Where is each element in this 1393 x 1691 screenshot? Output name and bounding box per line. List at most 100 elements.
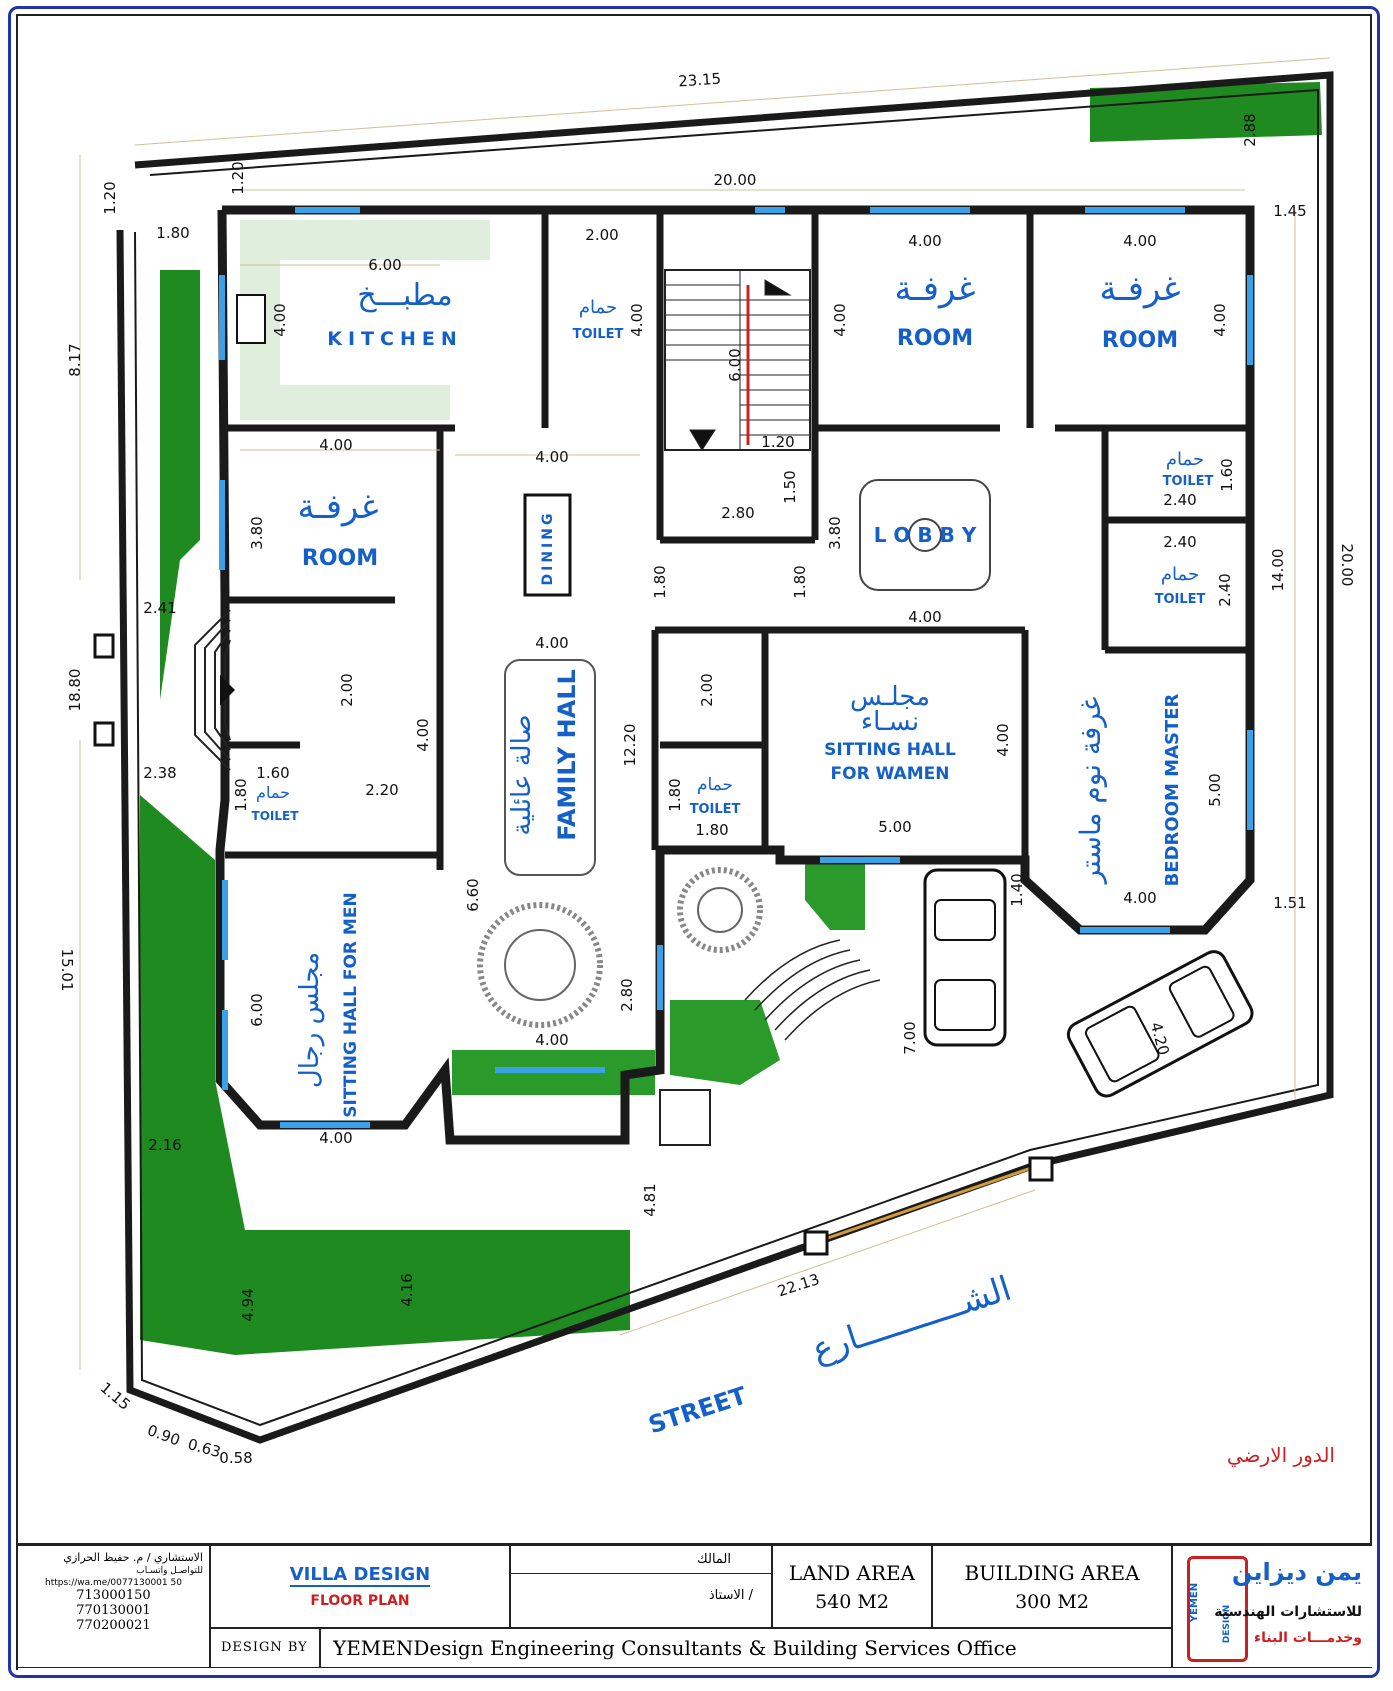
dim-toilet-l1-h: 1.60 [1218, 458, 1236, 491]
sitting-women-label-ar2: نسـاء [861, 707, 919, 737]
room-top-1-label-ar: غرفـة [895, 269, 976, 309]
kitchen-counter-bottom [240, 385, 450, 420]
dim-stair-h-small: 1.50 [781, 470, 799, 503]
car-1 [923, 868, 1007, 1047]
dim-side-total: 14.00 [1269, 549, 1287, 592]
dim-lobby-h: 3.80 [826, 516, 844, 549]
consultant-box: الاستشاري / م. حفيظ الحرازي للتواصـل وات… [18, 1545, 210, 1668]
entry-post-2 [93, 721, 115, 747]
design-by-label: DESIGN BY [221, 1640, 308, 1655]
dim-room2-w: 4.00 [1123, 232, 1156, 250]
lobby-rug [859, 479, 991, 591]
dim-kitchen-w: 6.00 [368, 256, 401, 274]
room-top-2-label-ar: غرفـة [1100, 269, 1181, 309]
sheet-title: FLOOR PLAN [310, 1593, 410, 1609]
dim-car: 7.00 [901, 1021, 919, 1054]
dim-entry-w2: 2.38 [143, 764, 176, 782]
dim-down-1: 4.81 [641, 1183, 659, 1216]
dining-label: DINING [540, 511, 556, 586]
dim-foyer-w: 2.00 [338, 673, 356, 706]
vehicle-gate [821, 1163, 1041, 1242]
ornament-small [677, 867, 763, 953]
office-name: YEMENDesign Engineering Consultants & Bu… [333, 1636, 1017, 1660]
dim-toilet-top-w: 2.00 [585, 226, 618, 244]
garden-porch-2 [670, 1000, 780, 1085]
dim-men-h: 6.00 [248, 993, 266, 1026]
dim-room-left-w: 4.00 [319, 436, 352, 454]
building-area-value: 300 M2 [1015, 1590, 1089, 1613]
dim-toilet-men-w: 1.60 [256, 764, 289, 782]
toilet-women-label-ar: حمام [697, 775, 733, 795]
dim-family-w: 4.00 [535, 634, 568, 652]
dim-women-h: 4.00 [994, 723, 1012, 756]
lobby-label: L O B B Y [874, 523, 977, 547]
dim-kitchen-h: 4.00 [271, 303, 289, 336]
sitting-women-label-en2: FOR WAMEN [831, 764, 950, 784]
street-label-ar: الشـــــــــــارع [807, 1269, 1016, 1371]
dim-left-side: 2.16 [148, 1136, 181, 1154]
gate-post-1 [803, 1230, 829, 1256]
phone-1: 713000150 [76, 1588, 151, 1603]
staircase [664, 269, 811, 451]
entry-post-1 [93, 633, 115, 659]
dim-entry-w: 2.41 [143, 599, 176, 617]
toilet-top-label-ar: حمام [579, 297, 617, 318]
family-hall-label-en: FAMILY HALL [553, 669, 581, 841]
owner-value: الاستاذ / [511, 1573, 771, 1603]
front-steps [659, 1089, 711, 1146]
dim-stair-w-small: 1.20 [761, 433, 794, 451]
toilet-women-label-en: TOILET [690, 802, 741, 817]
toilet-men-label-ar: حمام [256, 783, 290, 802]
dim-toilet-men-h: 1.80 [232, 778, 250, 811]
entrance-arrow [220, 675, 235, 705]
dim-bed-h: 5.00 [1206, 773, 1224, 806]
kitchen-label-en: KITCHEN [327, 328, 462, 350]
toilet-top-label-en: TOILET [573, 327, 624, 342]
sitting-women-label-en1: SITTING HALL [824, 740, 956, 760]
dining-table [523, 493, 572, 597]
project-box: VILLA DESIGN FLOOR PLAN [210, 1545, 510, 1628]
dim-family-h: 12.20 [621, 724, 639, 767]
dim-right-total: 20.00 [1338, 544, 1356, 587]
bedroom-master-label-en: BEDROOM MASTER [1162, 693, 1183, 886]
land-area-label: LAND AREA [788, 1560, 916, 1585]
porch-steps [744, 939, 881, 1041]
ornament-small-inner [697, 887, 743, 933]
logo-box: YEMEN DESIGN يمن ديزاين للاستشارات الهند… [1172, 1545, 1372, 1668]
dim-foyer-h: 4.00 [414, 718, 432, 751]
lobby-ornament [908, 518, 942, 552]
room-left-label-en: ROOM [302, 546, 378, 571]
room-left-label-ar: غرفـة [298, 487, 379, 527]
building-area-box: BUILDING AREA 300 M2 [932, 1545, 1172, 1628]
dim-toilet-men-w2: 2.20 [365, 781, 398, 799]
family-hall-rug [504, 659, 596, 876]
contact-link: https://wa.me/0077130001 50 [45, 1578, 182, 1588]
dim-men-w: 4.00 [319, 1129, 352, 1147]
toilet-men-label-en: TOILET [252, 809, 300, 823]
dim-toilet-top-h: 4.00 [628, 303, 646, 336]
bedroom-master-label-ar: غرفة نوم ماستر [1074, 697, 1107, 886]
dim-top-left-gap: 1.20 [229, 161, 247, 194]
dim-dining-w: 4.00 [535, 448, 568, 466]
logo-mark: YEMEN DESIGN [1187, 1556, 1248, 1662]
logo-ar-sub1: للاستشارات الهندسية [1214, 1604, 1362, 1620]
dim-b2: 0.90 [145, 1421, 183, 1449]
dim-inner-width: 20.00 [714, 171, 757, 189]
sitting-men-label-ar: مجلس رجال [295, 952, 325, 1088]
room-top-2-label-en: ROOM [1102, 328, 1178, 353]
garden-porch-3 [805, 860, 865, 930]
sheet-border [8, 6, 1380, 1678]
windows [219, 207, 1253, 1128]
dim-left-gap-1: 1.20 [101, 181, 119, 214]
garden-left [160, 270, 200, 700]
dim-right-margin: 1.45 [1273, 202, 1306, 220]
owner-label: المالك [697, 1552, 731, 1567]
toilet-lobby-1-label-en: TOILET [1163, 474, 1214, 489]
kitchen-counter [240, 220, 490, 260]
project-title: VILLA DESIGN [289, 1564, 431, 1587]
dim-left-total: 8.17 [66, 343, 84, 376]
dim-down-2: 4.16 [398, 1273, 416, 1306]
dim-right-gap: 2.88 [1241, 113, 1259, 146]
